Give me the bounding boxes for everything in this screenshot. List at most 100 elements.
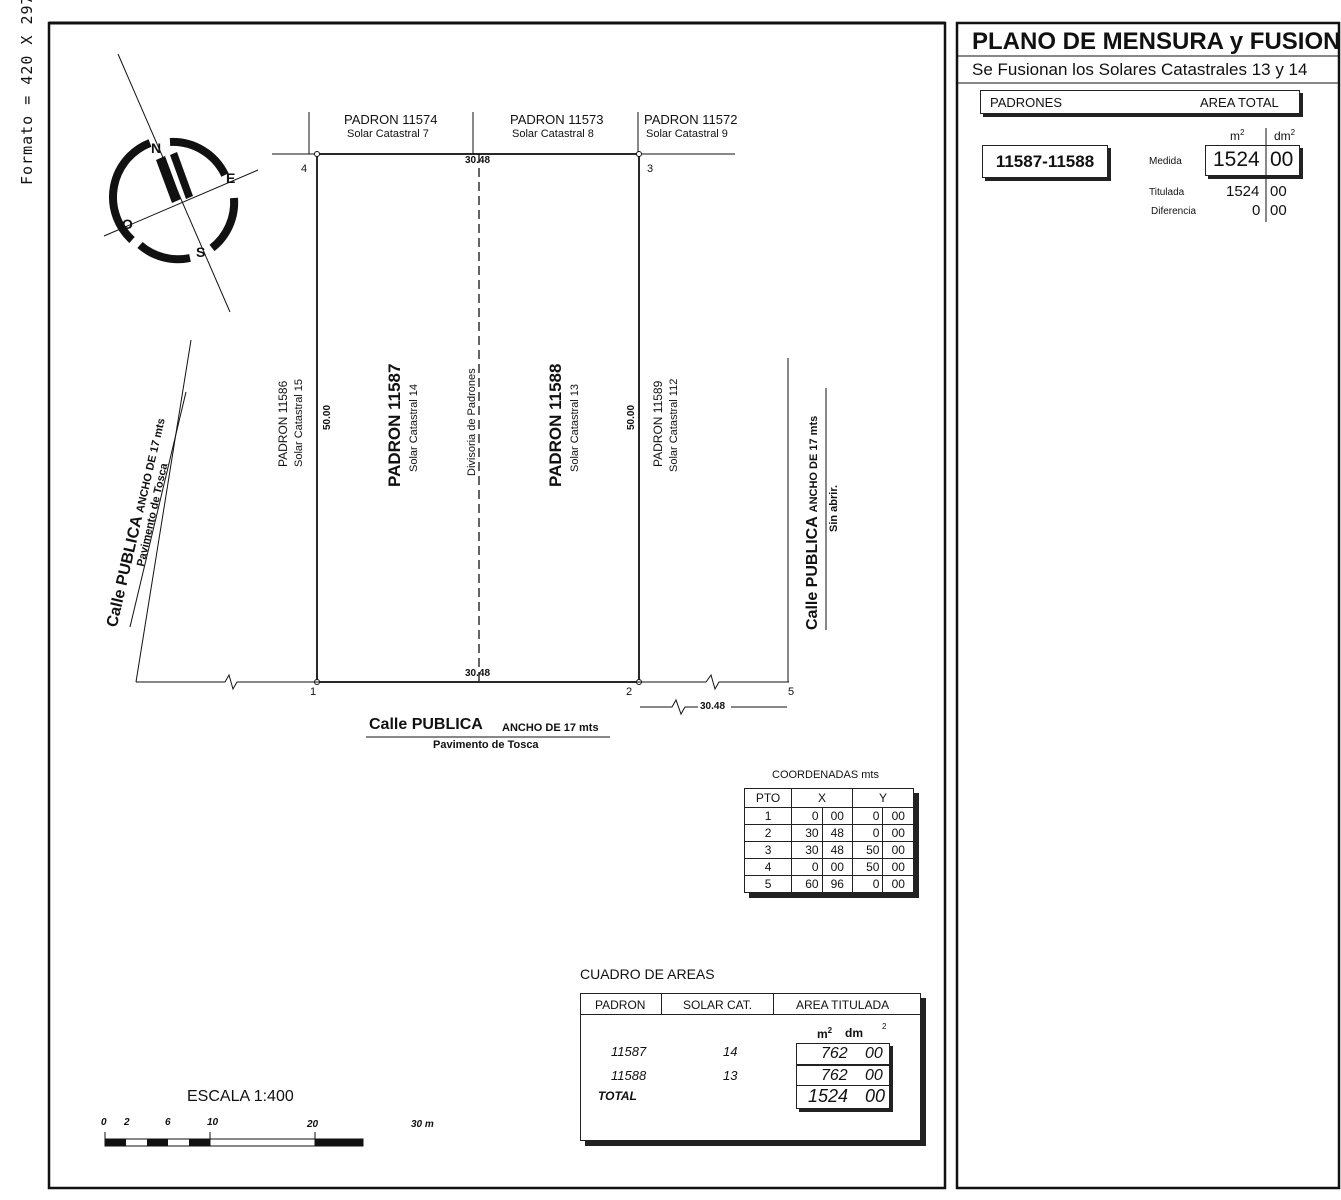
coordinates-title: COORDENADAS mts	[772, 769, 879, 781]
coord-y-m: 0	[852, 807, 884, 825]
right-neighbor-solar: Solar Catastral 112	[668, 378, 680, 472]
medida-dm2: 00	[1270, 148, 1294, 171]
areas-row-1-box: 762 00	[796, 1043, 890, 1065]
areas-unit-m2: m2	[817, 1026, 833, 1041]
summary-unit-dm2: dm2	[1274, 128, 1296, 143]
lot-boundary	[316, 153, 640, 683]
areas-row-1-solar: 14	[723, 1044, 738, 1059]
areas-table: PADRON SOLAR CAT. AREA TITULADA m2 dm 2 …	[580, 993, 921, 1141]
street-bottom-name: Calle PUBLICA	[369, 716, 483, 733]
scale-label: ESCALA 1:400	[187, 1088, 294, 1105]
dimension-top: 30.48	[465, 155, 491, 166]
areas-col-padron: PADRON	[595, 998, 646, 1012]
titulada-dm2: 00	[1270, 183, 1287, 200]
scale-tick-20: 20	[307, 1119, 319, 1130]
right-neighbor-padron: PADRON 11589	[651, 380, 665, 467]
scale-tick-30: 30 m	[411, 1119, 434, 1130]
coord-x-m: 0	[791, 807, 823, 825]
north-arrow	[103, 53, 259, 313]
compass-north-label: N	[151, 140, 162, 156]
diferencia-label: Diferencia	[1151, 206, 1197, 217]
top-neighbor-3-padron: PADRON 11572	[644, 112, 738, 127]
table-row: 2 30 48 0 00	[743, 824, 914, 842]
areas-row-2-dm2: 00	[865, 1067, 883, 1084]
diferencia-m2: 0	[1252, 202, 1261, 219]
coord-y-d: 00	[882, 875, 914, 893]
street-bottom-pavement: Pavimento de Tosca	[433, 739, 539, 751]
diferencia-dm2: 00	[1270, 202, 1287, 219]
coord-x-d: 48	[821, 841, 854, 859]
coord-y-m: 50	[852, 858, 884, 876]
point-4-label: 4	[301, 163, 308, 175]
compass-south-label: S	[196, 244, 206, 260]
street-left-underline	[129, 391, 187, 628]
medida-m2: 1524	[1213, 148, 1260, 171]
street-right-name: Calle PUBLICA ANCHO DE 17 mts	[804, 415, 821, 630]
top-neighbor-1-padron: PADRON 11574	[344, 112, 438, 127]
top-neighbor-3-solar: Solar Catastral 9	[646, 128, 728, 140]
areas-row-1-dm2: 00	[865, 1045, 883, 1062]
scale-tick-2: 2	[124, 1117, 130, 1128]
table-row: 1 0 00 0 00	[743, 807, 914, 825]
dimension-extension: 30.48	[700, 701, 726, 712]
coord-pto: 2	[743, 824, 793, 842]
coord-pto: 4	[743, 858, 793, 876]
table-row: 4 0 00 50 00	[743, 858, 914, 876]
left-neighbor-solar: Solar Catastral 15	[293, 378, 305, 467]
plan-title: PLANO DE MENSURA y FUSION	[972, 28, 1341, 55]
scale-tick-0: 0	[101, 1117, 107, 1128]
street-right-pavement: Sin abrir.	[828, 484, 840, 532]
scale-tick-10: 10	[207, 1117, 219, 1128]
dimension-2-5-line	[640, 698, 698, 716]
lot-b-solar: Solar Catastral 13	[569, 383, 581, 472]
point-4-marker	[314, 151, 320, 157]
areas-total-m2: 1524	[808, 1086, 849, 1106]
areas-row-2-padron: 11588	[611, 1068, 647, 1083]
areas-row-2-box: 762 00	[796, 1065, 890, 1087]
street-left-line	[135, 339, 192, 683]
lot-a-solar: Solar Catastral 14	[408, 383, 420, 472]
areas-total-box: 1524 00	[796, 1085, 890, 1109]
areas-total-label: TOTAL	[598, 1089, 637, 1103]
coordinates-table: PTO X Y 1 0 00 0 00 2 30 48 0 00 3 30 48…	[743, 788, 914, 893]
medida-box: 1524 00	[1205, 145, 1300, 176]
coord-y-m: 0	[852, 824, 884, 842]
areas-header: PADRON SOLAR CAT. AREA TITULADA	[581, 994, 920, 1015]
format-label: Formato = 420 X 297	[18, 0, 36, 185]
coord-header-y: Y	[852, 788, 914, 808]
table-row: 5 60 96 0 00	[743, 875, 914, 893]
coord-x-d: 48	[821, 824, 854, 842]
street-bottom-width: ANCHO DE 17 mts	[502, 722, 599, 734]
coord-x-m: 30	[791, 841, 823, 859]
summary-padrones-value: 11587-11588	[982, 145, 1108, 178]
areas-total-dm2: 00	[865, 1086, 886, 1106]
coord-y-d: 00	[882, 858, 914, 876]
compass-east-label: E	[226, 170, 236, 186]
coord-pto: 5	[743, 875, 793, 893]
coord-y-m: 0	[852, 875, 884, 893]
point-3-label: 3	[647, 163, 654, 175]
areas-col-solar: SOLAR CAT.	[683, 998, 753, 1012]
areas-row-2-m2: 762	[821, 1067, 848, 1084]
coord-x-d: 96	[821, 875, 854, 893]
coord-x-m: 0	[791, 858, 823, 876]
coord-y-d: 00	[882, 807, 914, 825]
coord-y-d: 00	[882, 824, 914, 842]
lot-b-padron: PADRON 11588	[546, 363, 565, 487]
dimension-right: 50.00	[626, 404, 637, 430]
title-block-frame	[955, 21, 1341, 1190]
top-neighbor-2-solar: Solar Catastral 8	[512, 128, 594, 140]
point-1-label: 1	[310, 686, 317, 698]
dimension-left: 50.00	[322, 404, 333, 430]
coord-header-pto: PTO	[743, 788, 793, 808]
areas-col-area: AREA TITULADA	[796, 998, 890, 1012]
scale-bar	[104, 1132, 364, 1147]
coord-x-m: 30	[791, 824, 823, 842]
compass-west-label: O	[122, 216, 133, 232]
areas-row-1-padron: 11587	[611, 1044, 647, 1059]
coord-y-d: 00	[882, 841, 914, 859]
coord-pto: 1	[743, 807, 793, 825]
titulada-label: Titulada	[1149, 187, 1185, 198]
coord-x-m: 60	[791, 875, 823, 893]
